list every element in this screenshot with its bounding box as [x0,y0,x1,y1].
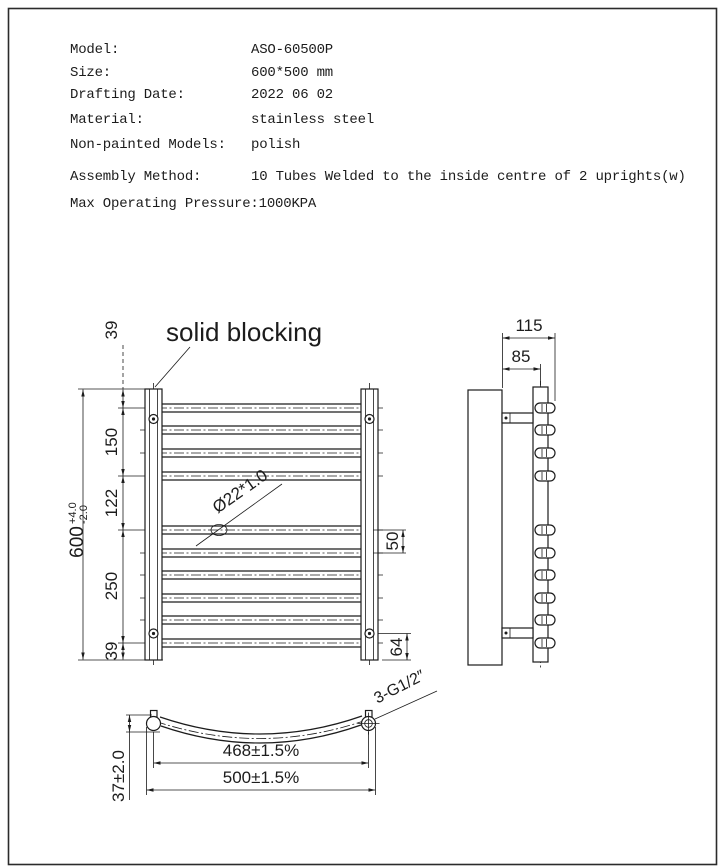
tolerance-plus: +4.0 [67,502,79,524]
spec-label: Max Operating Pressure: [70,196,259,212]
spec-value: 1000KPA [258,196,317,212]
spec-value: stainless steel [251,112,375,128]
dim-150: 150 [102,428,121,456]
tube-spec-label: Ø22*1.0 [209,466,271,517]
spec-label: Non-painted Models: [70,137,226,153]
wall-bracket-top [501,412,534,424]
spec-row-pressure: Max Operating Pressure: 1000KPA [70,196,316,212]
fitting-callout: 3-G1/2″ [371,667,438,720]
sheet-border [7,7,718,866]
wall-bracket-bottom [501,627,534,639]
front-dimension-50: 50 [373,529,406,554]
tube-arc-centerline [155,720,366,739]
front-view: 39 150 122 250 39 600 +4.0 -2.0 50 [67,317,411,666]
dim-50: 50 [383,532,402,551]
tube-ends [534,402,556,649]
bottom-view: 3-G1/2″ 468±1.5% 500±1.5% 37±2.0 [109,667,438,802]
dim-39-bottom: 39 [102,642,121,661]
spec-label: Drafting Date: [70,87,185,103]
solid-blocking-label: solid blocking [166,317,322,347]
tube-arc [159,715,363,744]
dim-115: 115 [515,316,542,335]
dim-600-with-tolerance: 600 +4.0 -2.0 [67,502,90,558]
front-dimension-64: 64 [378,633,411,661]
spec-row-size: Size: 600*500 mm [70,65,333,81]
dim-37: 37±2.0 [109,750,128,802]
right-upright-section [357,712,380,735]
spec-value: 2022 06 02 [251,87,334,103]
spec-label: Material: [70,112,144,128]
left-upright [144,383,163,666]
dim-122: 122 [102,489,121,517]
spec-label: Assembly Method: [70,169,202,185]
dim-600: 600 [67,526,88,558]
spec-row-non-painted: Non-painted Models: polish [70,137,300,153]
dim-468: 468±1.5% [223,741,299,760]
spec-row-material: Material: stainless steel [70,112,374,128]
spec-label: Model: [70,42,120,58]
spec-value: 10 Tubes Welded to the inside centre of … [251,169,686,185]
left-upright-section [145,715,162,732]
mount-points [148,413,375,639]
dim-64: 64 [387,638,406,657]
spec-row-drafting-date: Drafting Date: 2022 06 02 [70,87,333,103]
wall-section [467,389,503,666]
tube-edges [162,403,361,648]
side-dimensions: 115 85 [502,316,556,401]
spec-row-model: Model: ASO-60500P [70,42,333,58]
bottom-dimensions: 468±1.5% 500±1.5% 37±2.0 [109,714,376,802]
dim-85: 85 [512,347,531,366]
front-dimensions-left: 39 150 122 250 39 600 +4.0 -2.0 [67,321,163,661]
spec-row-assembly: Assembly Method: 10 Tubes Welded to the … [70,169,686,185]
dim-250: 250 [102,572,121,600]
spec-value: polish [251,137,301,153]
fitting-label: 3-G1/2″ [371,667,428,707]
spec-value: 600*500 mm [251,65,334,81]
tube-centerlines [140,407,383,644]
spec-label: Size: [70,65,112,81]
solid-blocking-callout: solid blocking [154,317,322,388]
right-upright [360,383,379,666]
side-view: 115 85 [467,316,556,668]
spec-value: ASO-60500P [251,42,334,58]
dim-500: 500±1.5% [223,768,299,787]
tolerance-minus: -2.0 [78,505,90,524]
dim-39-top: 39 [102,321,121,340]
